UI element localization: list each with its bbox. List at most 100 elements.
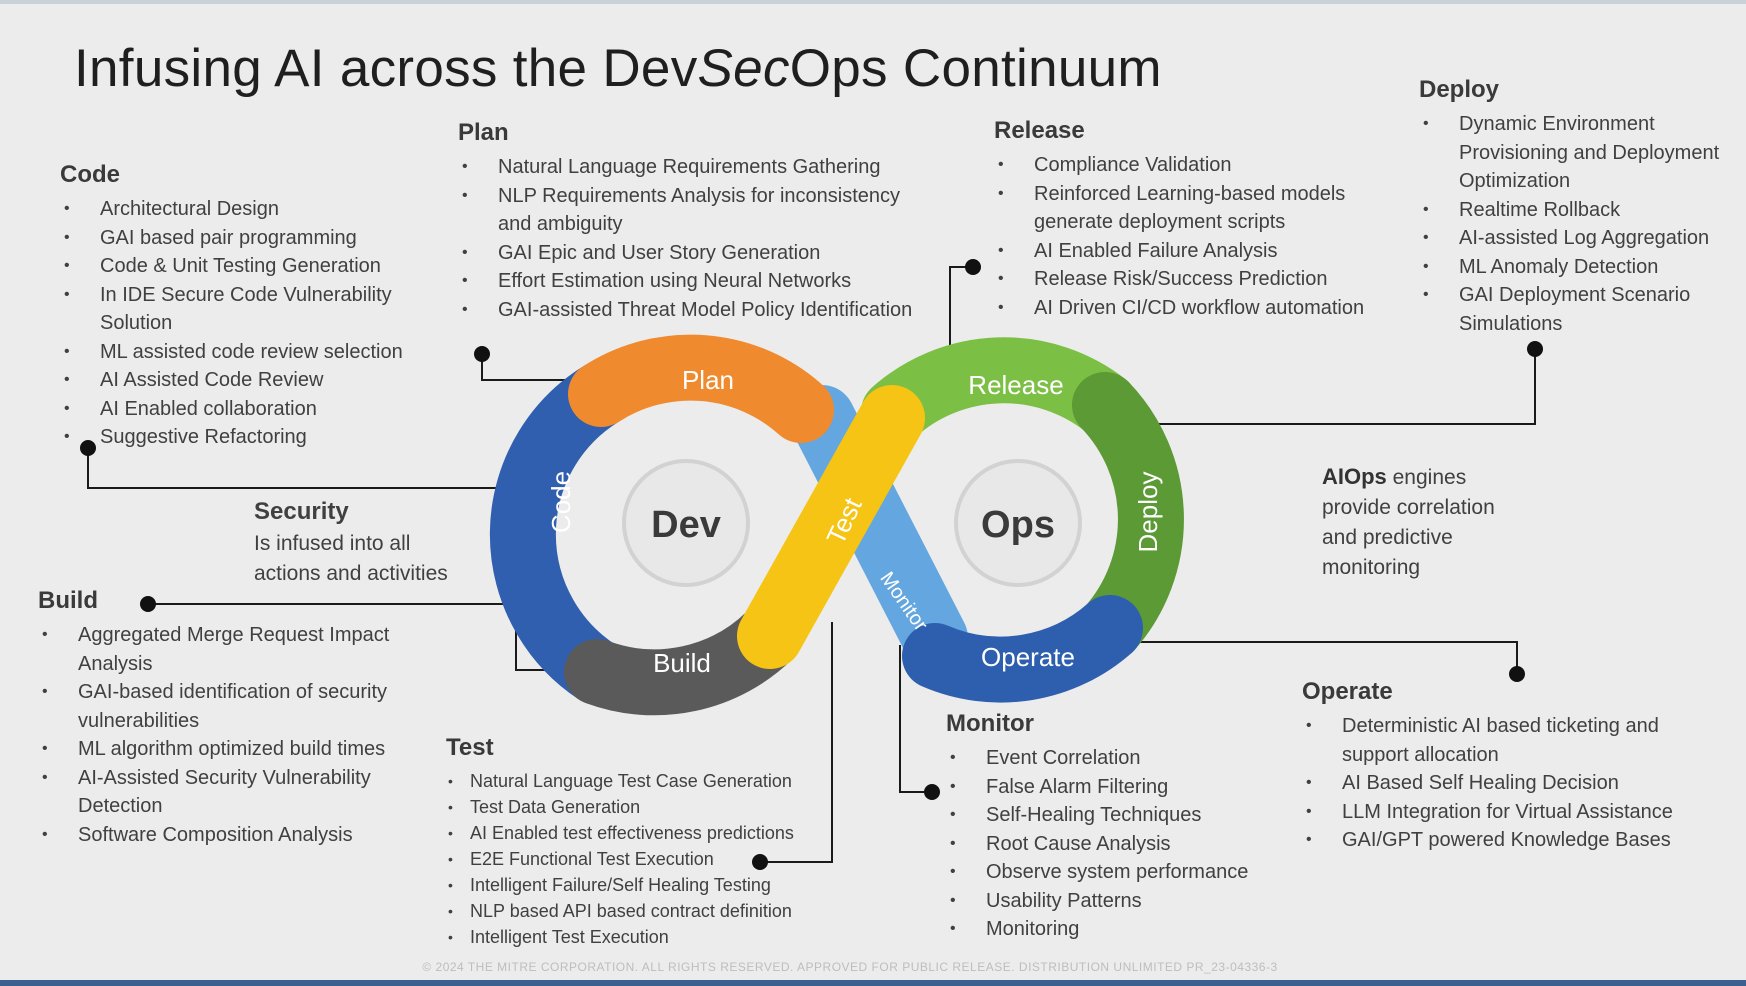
list-item: NLP Requirements Analysis for inconsiste… xyxy=(458,182,938,239)
list-item: Observe system performance xyxy=(946,858,1286,887)
list-item: AI Enabled Failure Analysis xyxy=(994,237,1414,266)
copyright-notice: © 2024 THE MITRE CORPORATION. ALL RIGHTS… xyxy=(422,960,1278,974)
aiops-line-1: engines xyxy=(1386,466,1467,489)
list-item: Aggregated Merge Request Impact Analysis xyxy=(38,621,438,678)
operate-label: Operate xyxy=(981,642,1075,672)
list-item: Natural Language Test Case Generation xyxy=(446,768,846,794)
list-item: ML algorithm optimized build times xyxy=(38,735,438,764)
code-heading: Code xyxy=(60,161,120,188)
section-release: Release Compliance Validation Reinforced… xyxy=(994,117,1414,322)
list-item: Test Data Generation xyxy=(446,794,846,820)
security-line-2: actions and activities xyxy=(254,562,448,585)
section-deploy: Deploy Dynamic Environment Provisioning … xyxy=(1419,76,1739,338)
slide-top-border xyxy=(0,0,1746,4)
list-item: Realtime Rollback xyxy=(1419,196,1739,225)
list-item: LLM Integration for Virtual Assistance xyxy=(1302,798,1722,827)
code-list: Architectural Design GAI based pair prog… xyxy=(60,195,460,452)
list-item: AI Based Self Healing Decision xyxy=(1302,769,1722,798)
security-note: Security Is infused into all actions and… xyxy=(254,497,514,589)
aiops-line-2: provide correlation xyxy=(1322,496,1495,519)
aiops-bold: AIOps xyxy=(1322,464,1387,489)
monitor-heading: Monitor xyxy=(946,710,1034,737)
list-item: GAI-assisted Threat Model Policy Identif… xyxy=(458,296,938,325)
loop-segment-operate xyxy=(902,595,1143,703)
slide-bottom-border xyxy=(0,980,1746,986)
list-item: AI Enabled test effectiveness prediction… xyxy=(446,820,846,846)
list-item: Suggestive Refactoring xyxy=(60,423,460,452)
aiops-line-4: monitoring xyxy=(1322,556,1421,579)
dev-hub xyxy=(622,459,750,587)
list-item: GAI based pair programming xyxy=(60,224,460,253)
list-item: Intelligent Failure/Self Healing Testing xyxy=(446,872,846,898)
plan-heading: Plan xyxy=(458,119,509,146)
loop-segment-test xyxy=(737,385,925,669)
section-build: Build Aggregated Merge Request Impact An… xyxy=(38,587,438,849)
plan-label: Plan xyxy=(682,365,734,395)
connector-dot-monitor xyxy=(924,784,940,800)
list-item: Intelligent Test Execution xyxy=(446,924,846,950)
list-item: Architectural Design xyxy=(60,195,460,224)
list-item: E2E Functional Test Execution xyxy=(446,846,846,872)
section-operate: Operate Deterministic AI based ticketing… xyxy=(1302,678,1722,855)
release-label: Release xyxy=(968,370,1063,400)
list-item: NLP based API based contract definition xyxy=(446,898,846,924)
loop-segment-deploy xyxy=(1072,372,1184,661)
ops-hub xyxy=(954,459,1082,587)
list-item: Root Cause Analysis xyxy=(946,830,1286,859)
connector-monitor xyxy=(899,645,932,793)
connector-operate xyxy=(1110,641,1518,674)
aiops-line-3: and predictive xyxy=(1322,526,1453,549)
test-list: Natural Language Test Case Generation Te… xyxy=(446,768,846,950)
security-title: Security xyxy=(254,498,349,525)
test-heading: Test xyxy=(446,734,494,761)
list-item: GAI Deployment Scenario Simulations xyxy=(1419,281,1739,338)
list-item: In IDE Secure Code Vulnerability Solutio… xyxy=(60,281,460,338)
list-item: Natural Language Requirements Gathering xyxy=(458,153,938,182)
list-item: GAI-based identification of security vul… xyxy=(38,678,438,735)
section-code: Code Architectural Design GAI based pair… xyxy=(60,161,460,452)
list-item: Reinforced Learning-based models generat… xyxy=(994,180,1414,237)
dev-label: Dev xyxy=(651,504,721,546)
security-line-1: Is infused into all xyxy=(254,532,411,555)
section-plan: Plan Natural Language Requirements Gathe… xyxy=(458,119,938,324)
loop-segment-code xyxy=(489,361,634,705)
list-item: GAI Epic and User Story Generation xyxy=(458,239,938,268)
list-item: ML assisted code review selection xyxy=(60,338,460,367)
plan-list: Natural Language Requirements Gathering … xyxy=(458,153,938,324)
list-item: Code & Unit Testing Generation xyxy=(60,252,460,281)
connector-dot-build xyxy=(140,596,156,612)
list-item: AI Enabled collaboration xyxy=(60,395,460,424)
deploy-list: Dynamic Environment Provisioning and Dep… xyxy=(1419,110,1739,338)
list-item: AI-assisted Log Aggregation xyxy=(1419,224,1739,253)
operate-list: Deterministic AI based ticketing and sup… xyxy=(1302,712,1722,855)
list-item: Event Correlation xyxy=(946,744,1286,773)
list-item: Compliance Validation xyxy=(994,151,1414,180)
list-item: AI-Assisted Security Vulnerability Detec… xyxy=(38,764,438,821)
release-list: Compliance Validation Reinforced Learnin… xyxy=(994,151,1414,322)
section-test: Test Natural Language Test Case Generati… xyxy=(446,734,846,950)
build-label: Build xyxy=(653,648,711,678)
monitor-list: Event Correlation False Alarm Filtering … xyxy=(946,744,1286,944)
list-item: Usability Patterns xyxy=(946,887,1286,916)
list-item: AI Driven CI/CD workflow automation xyxy=(994,294,1414,323)
list-item: Effort Estimation using Neural Networks xyxy=(458,267,938,296)
list-item: False Alarm Filtering xyxy=(946,773,1286,802)
connector-dot-release xyxy=(965,259,981,275)
connector-dot-operate xyxy=(1509,666,1525,682)
aiops-note: AIOps engines provide correlation and pr… xyxy=(1322,462,1552,583)
deploy-label: Deploy xyxy=(1133,472,1163,553)
release-heading: Release xyxy=(994,117,1085,144)
build-list: Aggregated Merge Request Impact Analysis… xyxy=(38,621,438,849)
list-item: AI Assisted Code Review xyxy=(60,366,460,395)
list-item: Monitoring xyxy=(946,915,1286,944)
list-item: Release Risk/Success Prediction xyxy=(994,265,1414,294)
list-item: Software Composition Analysis xyxy=(38,821,438,850)
connector-deploy xyxy=(1130,349,1536,425)
code-label: Code xyxy=(546,471,576,533)
list-item: Self-Healing Techniques xyxy=(946,801,1286,830)
connector-dot-plan xyxy=(474,346,490,362)
build-heading: Build xyxy=(38,587,98,614)
loop-segment-plan xyxy=(568,334,834,443)
ops-label: Ops xyxy=(981,504,1055,546)
connector-dot-deploy xyxy=(1527,341,1543,357)
